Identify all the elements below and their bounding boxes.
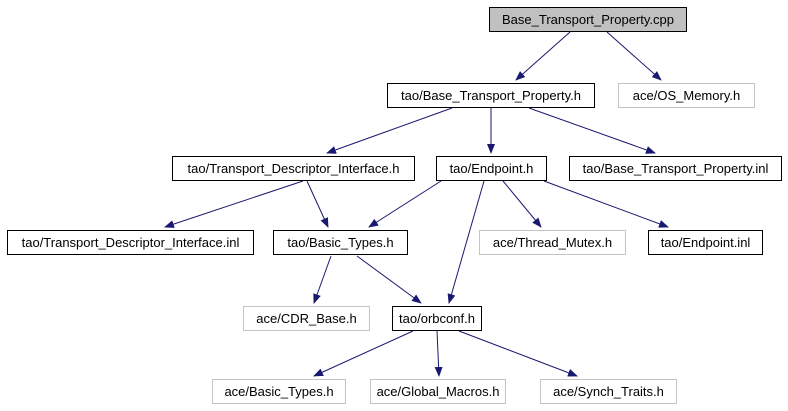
edge-tao-basic-types-h-to-tao-orbconf-h [356, 255, 422, 304]
edge-tao-orbconf-h-to-ace-synch-traits-h [458, 330, 578, 377]
edge-tao-base-transport-property-h-to-tao-transport-descriptor-interface-h [326, 107, 453, 154]
node-tao-orbconf-h[interactable]: tao/orbconf.h [392, 306, 482, 331]
edge-base-transport-property-cpp-to-ace-os-memory-h [606, 31, 662, 81]
node-tao-endpoint-inl[interactable]: tao/Endpoint.inl [648, 230, 763, 255]
node-tao-transport-descriptor-interface-inl[interactable]: tao/Transport_Descriptor_Interface.inl [7, 230, 254, 255]
edge-base-transport-property-cpp-to-tao-base-transport-property-h [515, 31, 571, 81]
node-ace-synch-traits-h: ace/Synch_Traits.h [540, 379, 677, 404]
node-tao-endpoint-h[interactable]: tao/Endpoint.h [436, 156, 547, 181]
node-tao-transport-descriptor-interface-h[interactable]: tao/Transport_Descriptor_Interface.h [172, 156, 415, 181]
node-ace-os-memory-h: ace/OS_Memory.h [618, 83, 755, 108]
node-ace-basic-types-h: ace/Basic_Types.h [212, 379, 346, 404]
node-tao-basic-types-h[interactable]: tao/Basic_Types.h [273, 230, 408, 255]
node-tao-base-transport-property-h[interactable]: tao/Base_Transport_Property.h [387, 83, 595, 108]
edge-tao-endpoint-h-to-tao-basic-types-h [368, 180, 442, 228]
node-ace-global-macros-h: ace/Global_Macros.h [370, 379, 506, 404]
edge-tao-basic-types-h-to-ace-cdr-base-h [313, 255, 332, 304]
edges-group [164, 31, 669, 377]
edge-tao-endpoint-h-to-ace-thread-mutex-h [502, 180, 542, 228]
edge-tao-base-transport-property-h-to-tao-base-transport-property-inl [528, 107, 656, 154]
edge-tao-orbconf-h-to-ace-global-macros-h [434, 330, 443, 377]
node-ace-cdr-base-h: ace/CDR_Base.h [243, 306, 370, 331]
node-base-transport-property-cpp: Base_Transport_Property.cpp [489, 7, 687, 32]
edge-tao-transport-descriptor-interface-h-to-tao-basic-types-h [306, 180, 329, 228]
edge-tao-orbconf-h-to-ace-basic-types-h [313, 330, 414, 377]
node-ace-thread-mutex-h: ace/Thread_Mutex.h [479, 230, 626, 255]
edge-tao-endpoint-h-to-tao-orbconf-h [447, 180, 485, 304]
edge-tao-endpoint-h-to-tao-endpoint-inl [543, 180, 669, 228]
node-tao-base-transport-property-inl[interactable]: tao/Base_Transport_Property.inl [569, 156, 782, 181]
edge-tao-transport-descriptor-interface-h-to-tao-transport-descriptor-interface-inl [164, 180, 304, 228]
